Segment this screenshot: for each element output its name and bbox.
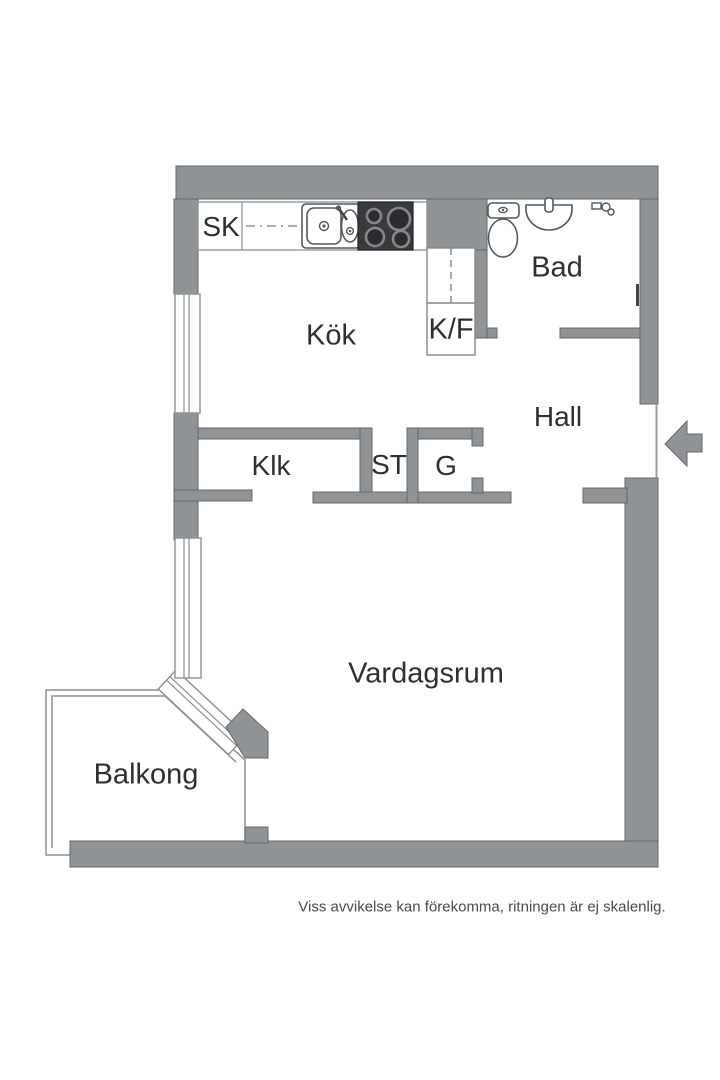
wall-valve-icon bbox=[591, 202, 615, 216]
balcony-railing bbox=[45, 689, 246, 856]
window-mullion bbox=[166, 679, 238, 747]
sink-drain bbox=[345, 226, 355, 236]
wall-stub bbox=[471, 427, 484, 447]
toilet-icon bbox=[487, 202, 520, 258]
wall-segment-klk-top bbox=[197, 427, 373, 440]
room-label-g: G bbox=[435, 450, 457, 481]
wall-stub bbox=[582, 487, 628, 504]
basin-bowl bbox=[525, 204, 573, 231]
balcony-outer-rail bbox=[45, 689, 246, 856]
stove-burner bbox=[391, 229, 411, 249]
valve-body bbox=[591, 202, 602, 210]
sink-drain-dot bbox=[322, 224, 326, 228]
stove-burner bbox=[365, 207, 383, 225]
washbasin-icon bbox=[525, 197, 573, 231]
toilet-button-dot bbox=[501, 208, 505, 212]
valve-wheel bbox=[601, 202, 611, 212]
window-frame bbox=[174, 537, 202, 679]
room-label-klk: Klk bbox=[251, 450, 291, 481]
radiator-mark bbox=[636, 284, 639, 306]
wall-segment-bottom bbox=[69, 840, 659, 868]
stove-burner bbox=[386, 206, 412, 232]
wall-stub-balcony bbox=[244, 826, 269, 844]
wall-stub bbox=[486, 327, 498, 339]
wall-stub bbox=[173, 489, 253, 502]
disclaimer-text: Viss avvikelse kan förekomma, ritningen … bbox=[298, 898, 666, 916]
room-label-st: ST bbox=[371, 449, 407, 480]
kitchen-window bbox=[174, 293, 201, 414]
toilet-bowl bbox=[487, 218, 519, 258]
wall-stub bbox=[471, 477, 484, 494]
room-label-hall: Hall bbox=[533, 401, 583, 432]
livingroom-window bbox=[174, 537, 202, 679]
wall-segment-left-mid bbox=[173, 412, 199, 541]
wall-segment-right-upper bbox=[639, 198, 659, 405]
sink-drain bbox=[318, 220, 330, 232]
wall-segment-bad-hall bbox=[559, 327, 641, 339]
valve-wheel-small bbox=[607, 208, 615, 216]
fridge-freezer-box bbox=[426, 247, 476, 356]
room-label-balkong: Balkong bbox=[93, 758, 199, 791]
wall-segment-diagonal bbox=[225, 708, 269, 759]
room-label-kf: K/F bbox=[428, 313, 474, 346]
wall-segment-top bbox=[175, 165, 659, 200]
room-label-kok: Kök bbox=[306, 319, 356, 352]
room-label-bad: Bad bbox=[531, 251, 583, 284]
wall-segment-kitchen-bad bbox=[474, 249, 488, 339]
wall-segment-left-upper bbox=[173, 198, 199, 295]
wall-segment-right-lower bbox=[624, 477, 659, 865]
sink-faucet-base bbox=[335, 205, 342, 211]
toilet-button bbox=[498, 206, 508, 214]
room-label-sk: SK bbox=[202, 211, 240, 242]
wall-segment-st-g bbox=[406, 427, 419, 504]
wall-segment-kitchen-ne bbox=[426, 198, 488, 252]
double-basin-sink-icon bbox=[301, 203, 361, 249]
stove-burner bbox=[364, 226, 386, 248]
window-frame bbox=[174, 293, 201, 414]
sink-drain-dot bbox=[348, 229, 352, 233]
four-burner-stove-icon bbox=[357, 201, 414, 251]
basin-faucet bbox=[544, 197, 554, 213]
room-label-vardagsrum: Vardagsrum bbox=[348, 657, 504, 690]
entrance-arrow-left-icon bbox=[664, 419, 703, 468]
